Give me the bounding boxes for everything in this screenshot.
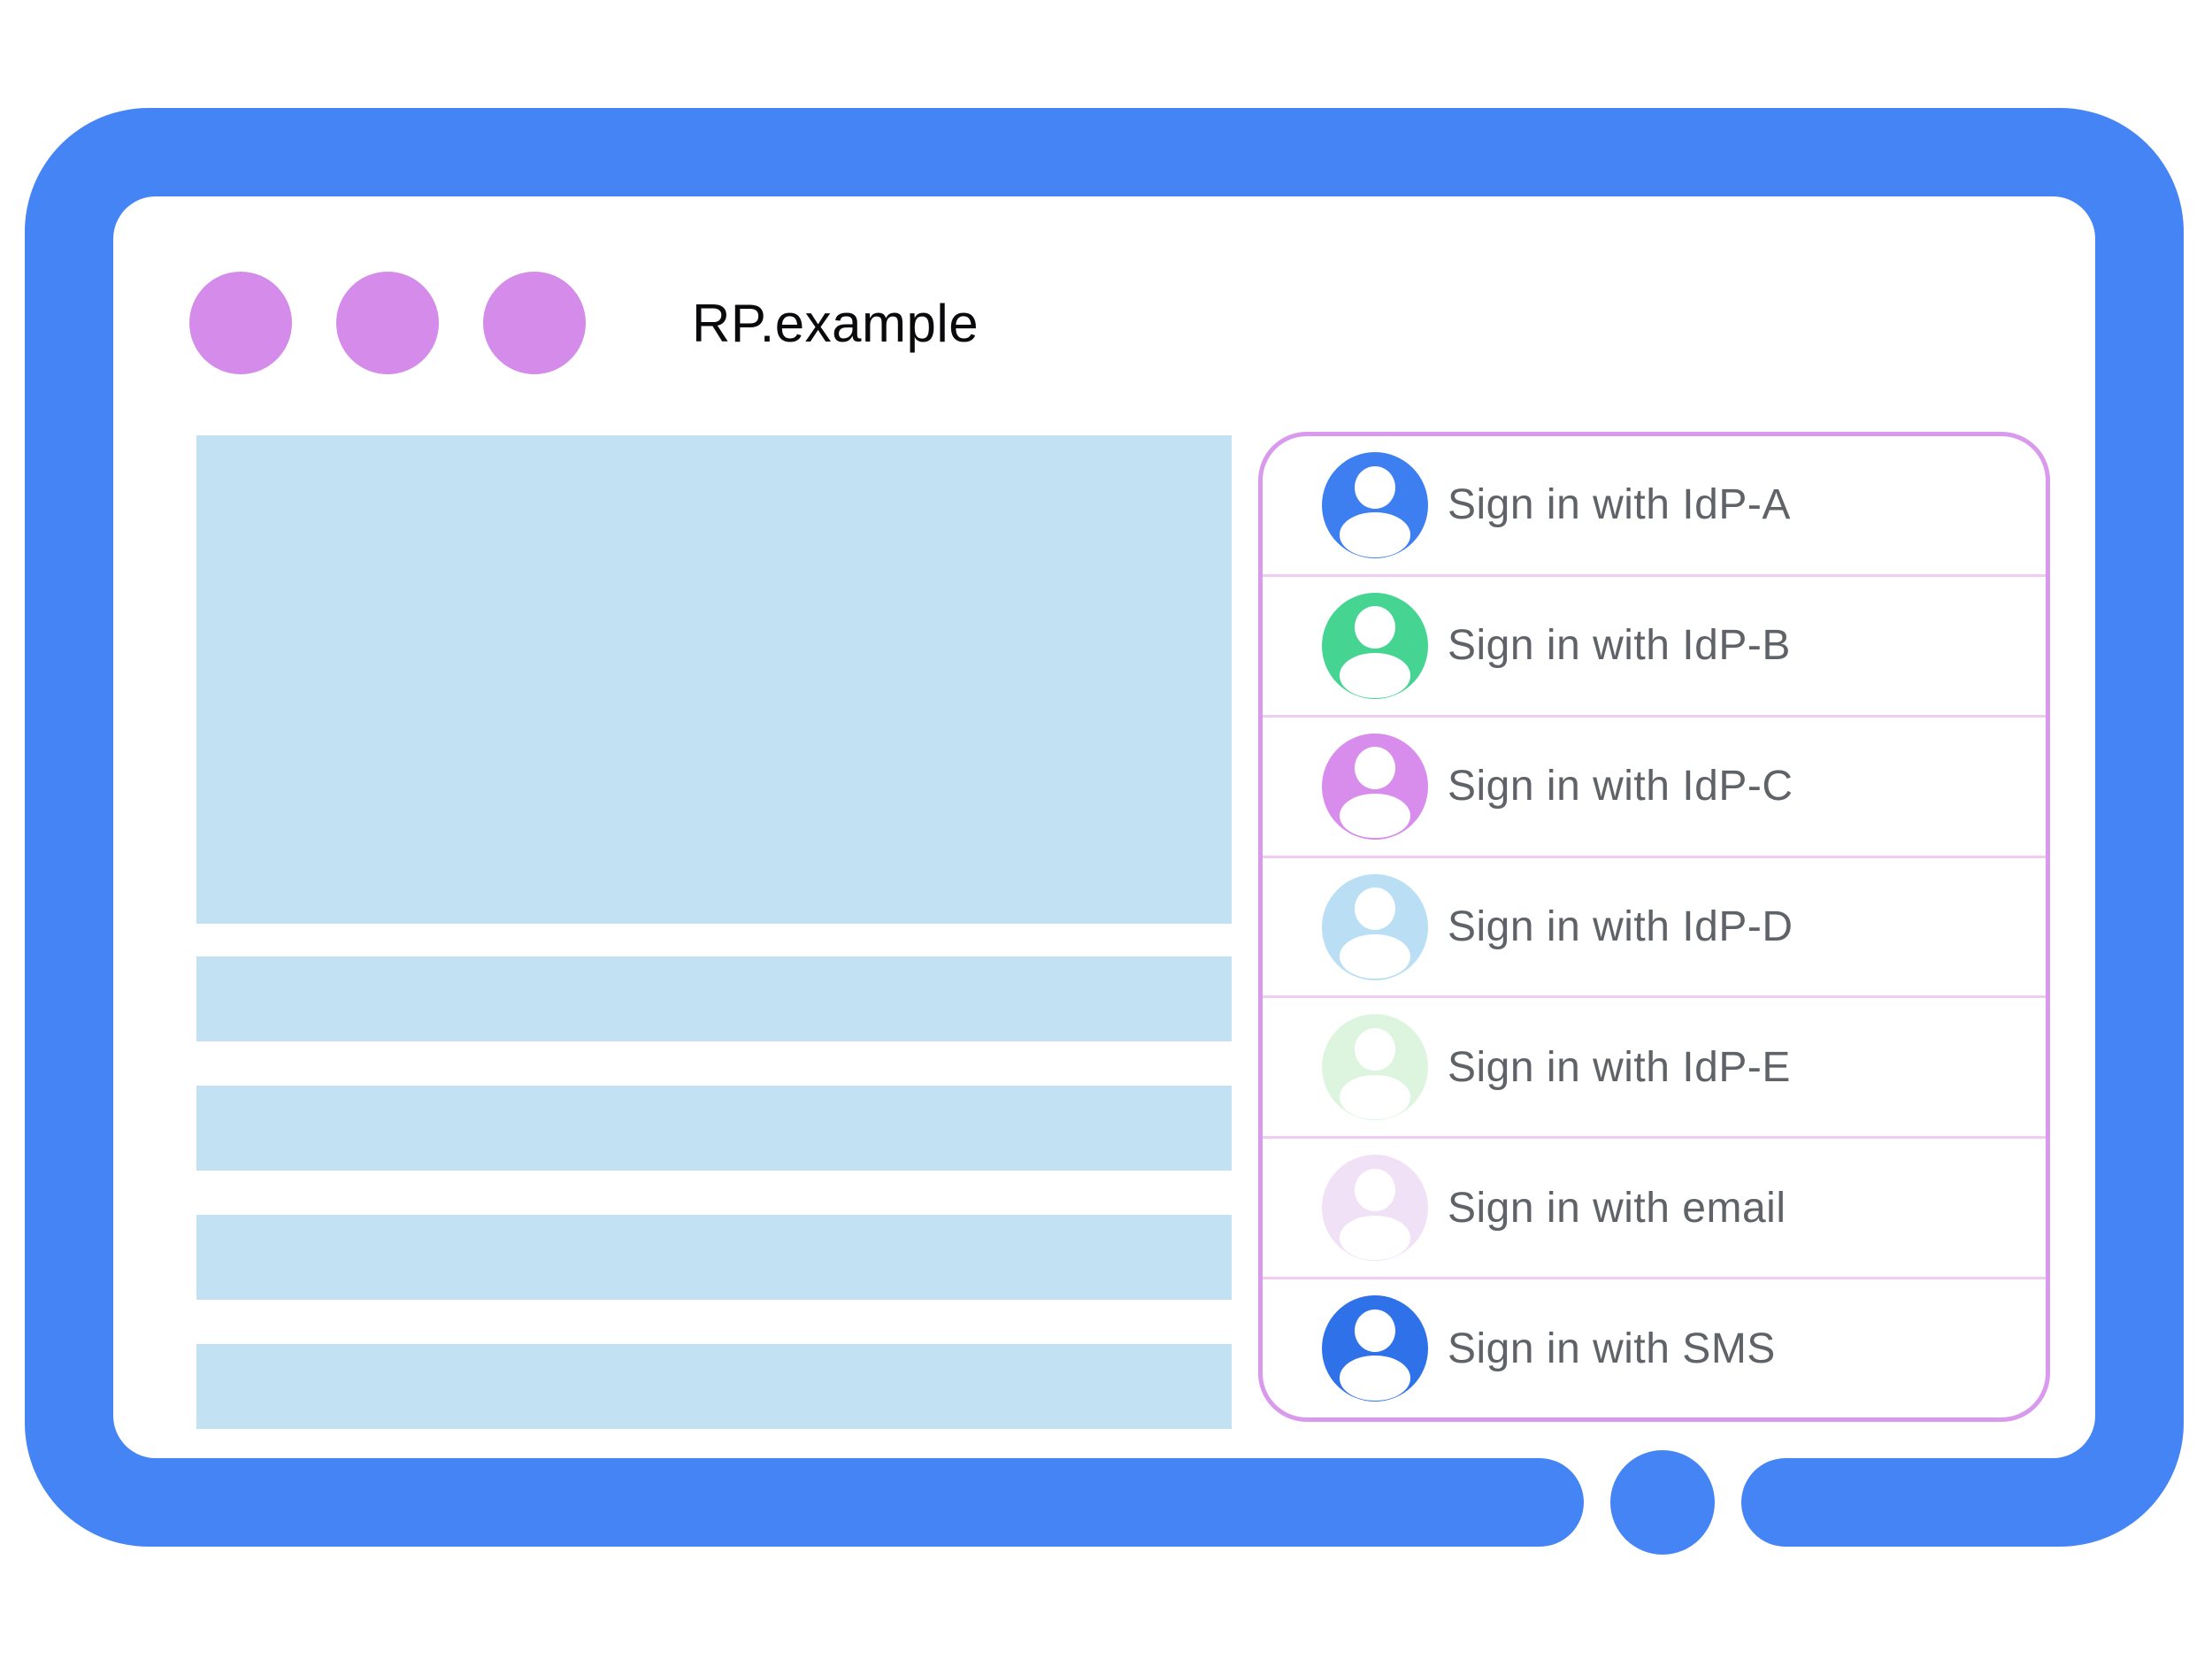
signin-option-label: Sign in with IdP-C [1448,763,1793,810]
page-title: RP.example [692,293,979,353]
signin-option-label: Sign in with SMS [1448,1325,1776,1372]
tablet-frame: RP.example Sign in with IdP-A Sign in wi… [25,108,2184,1547]
browser-screen: RP.example Sign in with IdP-A Sign in wi… [113,196,2095,1458]
signin-option-label: Sign in with IdP-A [1448,481,1791,529]
text-line-placeholder [196,1215,1232,1300]
person-head-shape [1355,887,1395,931]
person-shoulders-shape [1340,794,1410,839]
bezel-cap [1495,1458,1584,1547]
hero-placeholder [196,435,1232,924]
person-head-shape [1355,1027,1395,1071]
signin-option-label: Sign in with IdP-D [1448,903,1793,950]
content-placeholder-group [196,435,1232,1429]
person-icon [1322,873,1428,980]
person-icon [1322,1295,1428,1402]
text-line-placeholder [196,1344,1232,1429]
person-head-shape [1355,747,1395,790]
person-icon [1322,733,1428,840]
person-icon [1322,1014,1428,1121]
person-shoulders-shape [1340,1356,1410,1401]
signin-option[interactable]: Sign in with IdP-B [1263,573,2046,715]
person-shoulders-shape [1340,1215,1410,1260]
signin-option-label: Sign in with IdP-E [1448,1043,1791,1091]
window-dot[interactable] [483,272,586,374]
text-line-placeholder [196,956,1232,1041]
signin-option[interactable]: Sign in with IdP-C [1263,714,2046,856]
signin-option-label: Sign in with IdP-B [1448,622,1791,670]
signin-option-label: Sign in with email [1448,1184,1786,1232]
person-head-shape [1355,606,1395,649]
person-shoulders-shape [1340,1074,1410,1120]
person-head-shape [1355,1309,1395,1352]
signin-option[interactable]: Sign in with SMS [1263,1277,2046,1417]
person-icon [1322,1155,1428,1262]
window-dot[interactable] [189,272,292,374]
person-head-shape [1355,465,1395,509]
signin-option[interactable]: Sign in with IdP-A [1263,436,2046,574]
text-line-placeholder [196,1086,1232,1171]
person-shoulders-shape [1340,653,1410,698]
window-titlebar: RP.example [189,272,979,374]
signin-option[interactable]: Sign in with IdP-E [1263,995,2046,1136]
home-button[interactable] [1610,1450,1715,1555]
person-shoulders-shape [1340,933,1410,979]
window-dot[interactable] [336,272,439,374]
signin-panel: Sign in with IdP-A Sign in with IdP-B Si… [1258,432,2050,1422]
person-shoulders-shape [1340,512,1410,557]
person-head-shape [1355,1168,1395,1211]
bezel-cap [1741,1458,1830,1547]
signin-option[interactable]: Sign in with email [1263,1136,2046,1277]
person-icon [1322,592,1428,699]
signin-option[interactable]: Sign in with IdP-D [1263,855,2046,996]
person-icon [1322,451,1428,558]
